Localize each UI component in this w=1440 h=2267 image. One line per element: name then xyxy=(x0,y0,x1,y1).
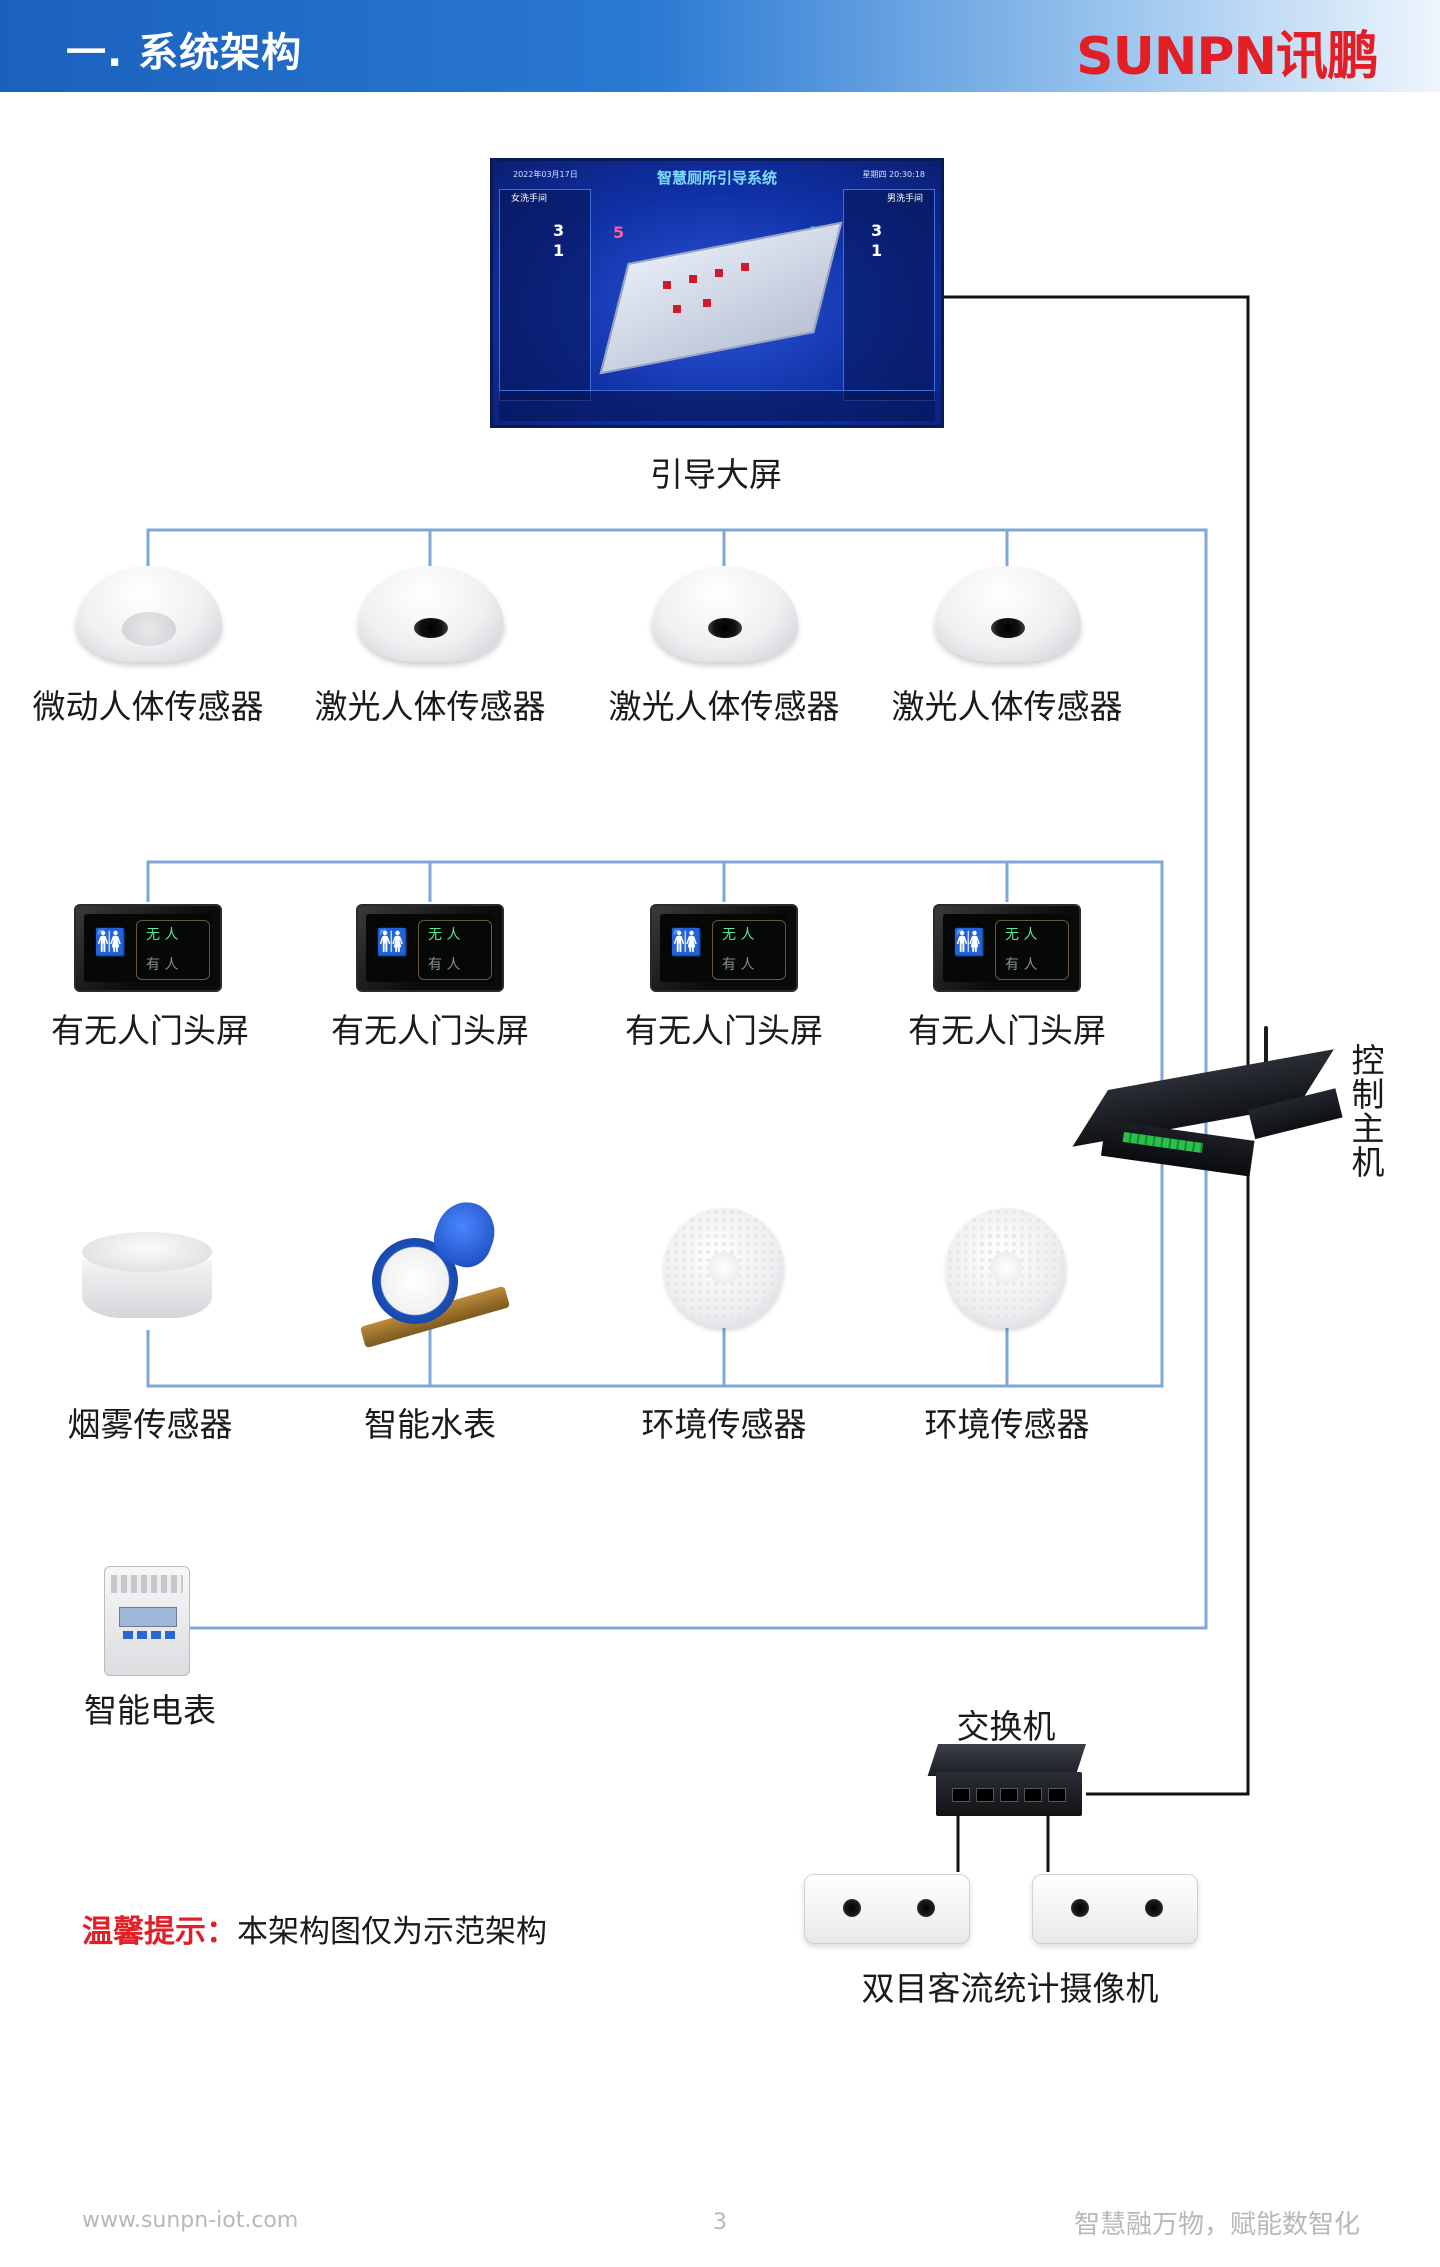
restroom-icon: 🚻 xyxy=(376,928,409,958)
footer-slogan: 智慧融万物，赋能数智化 xyxy=(1073,2210,1360,2240)
device-label: 智能电表 xyxy=(84,1691,216,1730)
ethernet-port xyxy=(1024,1788,1042,1802)
device-label: 环境传感器 xyxy=(641,1405,807,1444)
occupancy-door-screen: 🚻 无 人有 人 xyxy=(356,904,504,992)
device-label: 环境传感器 xyxy=(924,1405,1090,1444)
occupancy-door-screen: 🚻 无 人有 人 xyxy=(650,904,798,992)
restroom-icon: 🚻 xyxy=(953,928,986,958)
occupied-text: 有 人 xyxy=(428,957,461,973)
vacant-text: 无 人 xyxy=(722,927,755,943)
women-count-2: 1 xyxy=(553,241,565,260)
tip-note: 温馨提示：本架构图仅为示范架构 xyxy=(82,1906,547,1951)
ethernet-port xyxy=(976,1788,994,1802)
pir-lens xyxy=(122,612,176,646)
screen-time: 星期四 20:30:18 xyxy=(862,170,925,179)
stall-marker xyxy=(741,263,749,271)
stall-marker xyxy=(689,275,697,283)
guidance-big-screen: 2022年03月17日 智慧厕所引导系统 星期四 20:30:18 女洗手间 男… xyxy=(490,158,944,428)
control-host-label: 控 制 主 机 xyxy=(1351,1041,1385,1182)
occupied-text: 有 人 xyxy=(722,957,755,973)
environment-sensor-icon xyxy=(664,1208,784,1328)
restroom-icon: 🚻 xyxy=(94,928,127,958)
device-label: 有无人门头屏 xyxy=(51,1011,249,1050)
device-label: 智能水表 xyxy=(364,1405,496,1444)
meter-display xyxy=(119,1607,177,1627)
binocular-camera-icon xyxy=(804,1874,970,1944)
women-visitors: 5 xyxy=(613,223,625,242)
electric-meter-icon xyxy=(104,1566,190,1676)
laser-window xyxy=(414,618,448,638)
occupancy-door-screen: 🚻 无 人有 人 xyxy=(933,904,1081,992)
guidance-screen-label: 引导大屏 xyxy=(650,455,782,494)
device-label: 有无人门头屏 xyxy=(625,1011,823,1050)
tip-label: 温馨提示： xyxy=(82,1914,237,1950)
camera-label: 双目客流统计摄像机 xyxy=(861,1969,1159,2008)
environment-sensor-icon xyxy=(946,1208,1066,1328)
laser-window xyxy=(991,618,1025,638)
binocular-camera-icon xyxy=(1032,1874,1198,1944)
device-label: 激光人体传感器 xyxy=(891,687,1123,726)
section-title: 一. 系统架构 xyxy=(66,30,303,76)
men-restroom-label: 男洗手间 xyxy=(886,194,923,204)
laser-window xyxy=(708,618,742,638)
vacant-text: 无 人 xyxy=(428,927,461,943)
women-restroom-label: 女洗手间 xyxy=(511,194,548,204)
screen-date: 2022年03月17日 xyxy=(513,170,578,179)
device-label: 激光人体传感器 xyxy=(314,687,546,726)
screen-left-panel xyxy=(499,189,591,401)
device-label: 微动人体传感器 xyxy=(32,687,264,726)
screen-status-bar xyxy=(499,390,935,421)
device-label: 激光人体传感器 xyxy=(608,687,840,726)
occupied-text: 有 人 xyxy=(146,957,179,973)
stall-marker xyxy=(663,281,671,289)
ethernet-port xyxy=(1000,1788,1018,1802)
device-label: 有无人门头屏 xyxy=(908,1011,1106,1050)
device-label: 有无人门头屏 xyxy=(331,1011,529,1050)
laser-sensor-icon xyxy=(935,566,1081,662)
water-meter-icon xyxy=(356,1194,516,1349)
vacant-text: 无 人 xyxy=(146,927,179,943)
wire-host-to-switch xyxy=(1086,1166,1250,1796)
ethernet-port xyxy=(952,1788,970,1802)
stall-marker xyxy=(715,269,723,277)
bus-row1-outer xyxy=(146,528,1208,1630)
switch-label: 交换机 xyxy=(956,1707,1056,1746)
restroom-floor-plan xyxy=(599,221,843,375)
restroom-icon: 🚻 xyxy=(670,928,703,958)
ethernet-port xyxy=(1048,1788,1066,1802)
stall-marker xyxy=(703,299,711,307)
women-count-1: 3 xyxy=(553,221,565,240)
header-bar: 一. 系统架构 SUNPN讯鹏 xyxy=(0,0,1440,92)
men-count-1: 3 xyxy=(871,221,883,240)
pir-sensor-icon xyxy=(76,566,222,662)
footer-website: www.sunpn-iot.com xyxy=(82,2208,299,2233)
device-label: 烟雾传感器 xyxy=(67,1405,233,1444)
laser-sensor-icon xyxy=(652,566,798,662)
occupied-text: 有 人 xyxy=(1005,957,1038,973)
stall-marker xyxy=(673,305,681,313)
host-wires xyxy=(944,295,1250,1872)
page-number: 3 xyxy=(713,2210,727,2235)
tip-text: 本架构图仅为示范架构 xyxy=(237,1914,547,1950)
screen-right-panel xyxy=(843,189,935,401)
wire-screen-to-host xyxy=(944,295,1250,1094)
men-count-2: 1 xyxy=(871,241,883,260)
laser-sensor-icon xyxy=(358,566,504,662)
brand-logo: SUNPN讯鹏 xyxy=(1076,27,1379,87)
screen-title: 智慧厕所引导系统 xyxy=(656,169,777,187)
vacant-text: 无 人 xyxy=(1005,927,1038,943)
occupancy-door-screen: 🚻 无 人有 人 xyxy=(74,904,222,992)
